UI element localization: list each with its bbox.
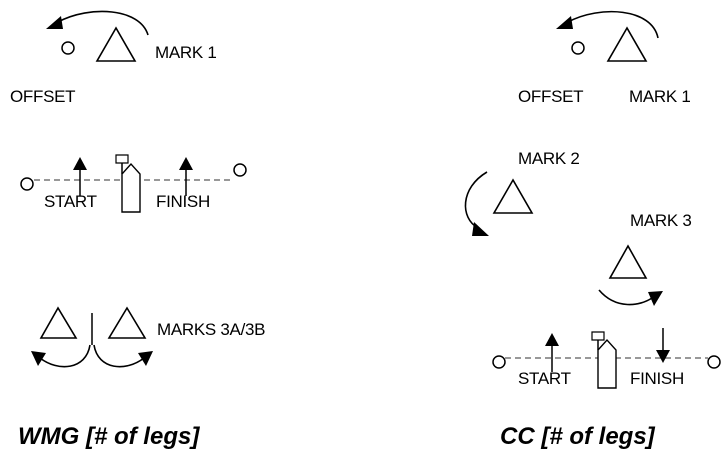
wmg-finish-arrow-head <box>179 157 193 170</box>
cc-pin-buoy <box>492 355 506 369</box>
cc-mark2-label: MARK 2 <box>518 149 580 168</box>
cc-finish-label: FINISH <box>630 369 684 388</box>
wmg-mark1-label: MARK 1 <box>155 43 217 62</box>
cc-mark2-triangle <box>492 178 534 214</box>
wmg-finish-buoy <box>233 163 247 177</box>
cc-mark1-arrowhead <box>556 16 573 29</box>
wmg-start-label: START <box>44 192 97 211</box>
wmg-committee-boat <box>121 162 141 213</box>
cc-finish-arrow-head <box>656 350 670 363</box>
cc-offset-buoy <box>571 41 585 55</box>
cc-course: OFFSET MARK 1 MARK 2 MARK 3 START FINISH… <box>464 10 721 450</box>
wmg-mark3a-arrowhead <box>31 351 46 366</box>
cc-mark2-rounding-arrow <box>464 171 488 229</box>
cc-caption: CC [# of legs] <box>500 423 656 450</box>
cc-mark2-arrowhead <box>472 222 489 236</box>
wmg-offset-label: OFFSET <box>10 87 75 106</box>
wmg-start-arrow-head <box>73 157 87 170</box>
wmg-flag-icon <box>115 154 129 164</box>
wmg-offset-buoy <box>61 41 75 55</box>
cc-mark3-label: MARK 3 <box>630 211 692 230</box>
wmg-mark3a-rounding-arrow <box>39 344 91 368</box>
wmg-mark3b-triangle <box>107 306 147 339</box>
cc-mark3-arrowhead <box>648 291 663 306</box>
wmg-mark1-rounding-arrow <box>57 10 149 36</box>
wmg-caption: WMG [# of legs] <box>18 423 200 450</box>
cc-mark1-triangle <box>606 26 648 62</box>
wmg-mark3a-triangle <box>39 306 78 339</box>
cc-finish-buoy <box>707 355 721 369</box>
wmg-mark1-triangle <box>95 26 137 62</box>
cc-mark1-label: MARK 1 <box>629 87 691 106</box>
wmg-mark1-arrowhead <box>46 16 63 29</box>
cc-mark3-triangle <box>608 244 648 279</box>
cc-start-arrow-head <box>545 333 559 346</box>
cc-flag-icon <box>591 331 605 341</box>
wmg-course: MARK 1 OFFSET START FINISH MARKS 3A/3B W… <box>10 10 266 450</box>
cc-mark3-rounding-arrow <box>598 289 653 306</box>
cc-start-label: START <box>518 369 571 388</box>
wmg-pin-buoy <box>20 177 34 191</box>
wmg-marks3-label: MARKS 3A/3B <box>157 320 265 339</box>
wmg-finish-label: FINISH <box>156 192 210 211</box>
cc-committee-boat <box>597 338 617 389</box>
cc-offset-label: OFFSET <box>518 87 583 106</box>
wmg-mark3b-arrowhead <box>138 351 153 366</box>
cc-mark1-rounding-arrow <box>567 10 659 39</box>
wmg-mark3b-rounding-arrow <box>93 344 145 368</box>
